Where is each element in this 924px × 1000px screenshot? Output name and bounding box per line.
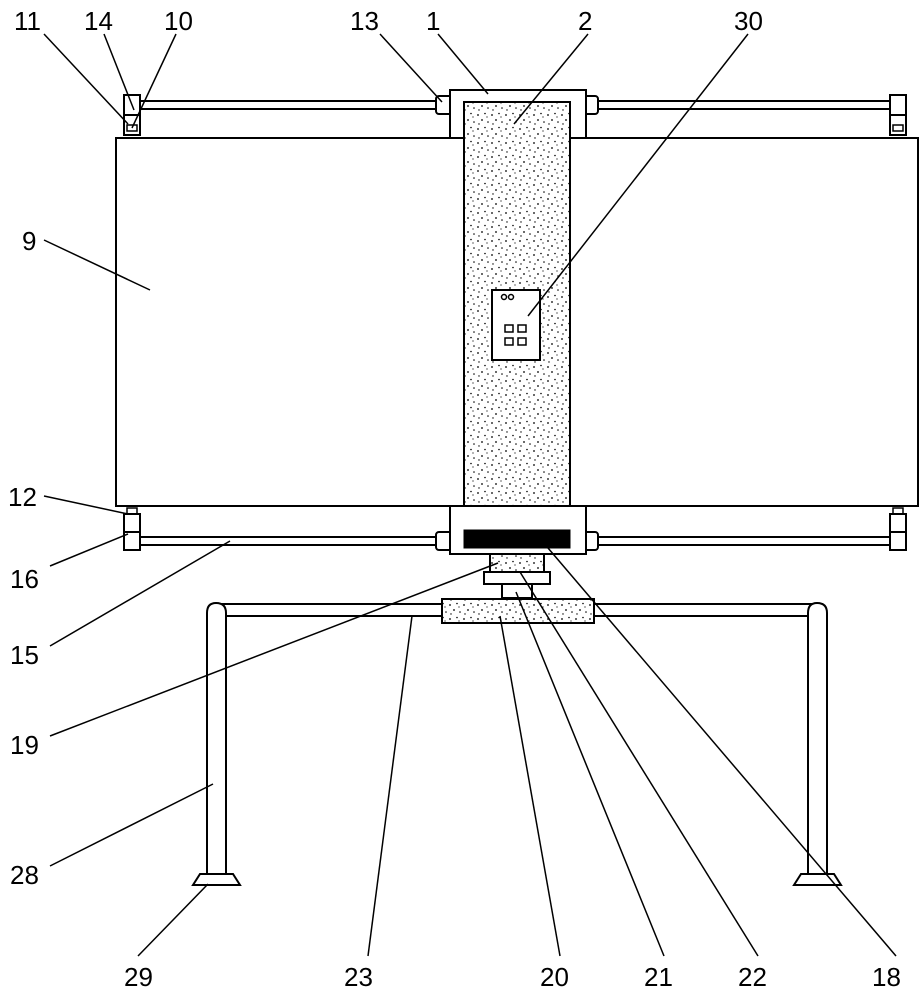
- left-leg: [206, 601, 227, 875]
- callout-18: 18: [872, 962, 901, 992]
- callout-20: 20: [540, 962, 569, 992]
- callout-30: 30: [734, 6, 763, 36]
- bottom-rod-left: [139, 536, 441, 546]
- bottom-rod-right: [595, 536, 891, 546]
- bottom-right-hinge-block: [889, 507, 907, 551]
- callout-22: 22: [738, 962, 767, 992]
- callout-11: 11: [14, 6, 41, 36]
- motor-block: [489, 553, 545, 573]
- callout-2: 2: [578, 6, 592, 36]
- callout-16: 16: [10, 564, 39, 594]
- callout-29: 29: [124, 962, 153, 992]
- top-rod-right: [595, 100, 891, 110]
- bottom-left-hinge-block: [123, 507, 141, 551]
- top-rod-left: [139, 100, 441, 110]
- callout-19: 19: [10, 730, 39, 760]
- leader-lines: [43, 33, 897, 957]
- callout-12: 12: [8, 482, 37, 512]
- left-foot: [191, 873, 242, 886]
- callout-15: 15: [10, 640, 39, 670]
- base-hub: [441, 598, 595, 624]
- black-strip: [463, 529, 571, 549]
- callout-1: 1: [426, 6, 440, 36]
- callout-13: 13: [350, 6, 379, 36]
- control-box: [491, 289, 541, 361]
- callout-10: 10: [164, 6, 193, 36]
- top-right-hinge-block: [889, 94, 907, 136]
- right-leg: [807, 601, 828, 875]
- callout-9: 9: [22, 226, 36, 256]
- callout-23: 23: [344, 962, 373, 992]
- callout-21: 21: [644, 962, 673, 992]
- callout-14: 14: [84, 6, 113, 36]
- callout-28: 28: [10, 860, 39, 890]
- coupling: [483, 571, 551, 585]
